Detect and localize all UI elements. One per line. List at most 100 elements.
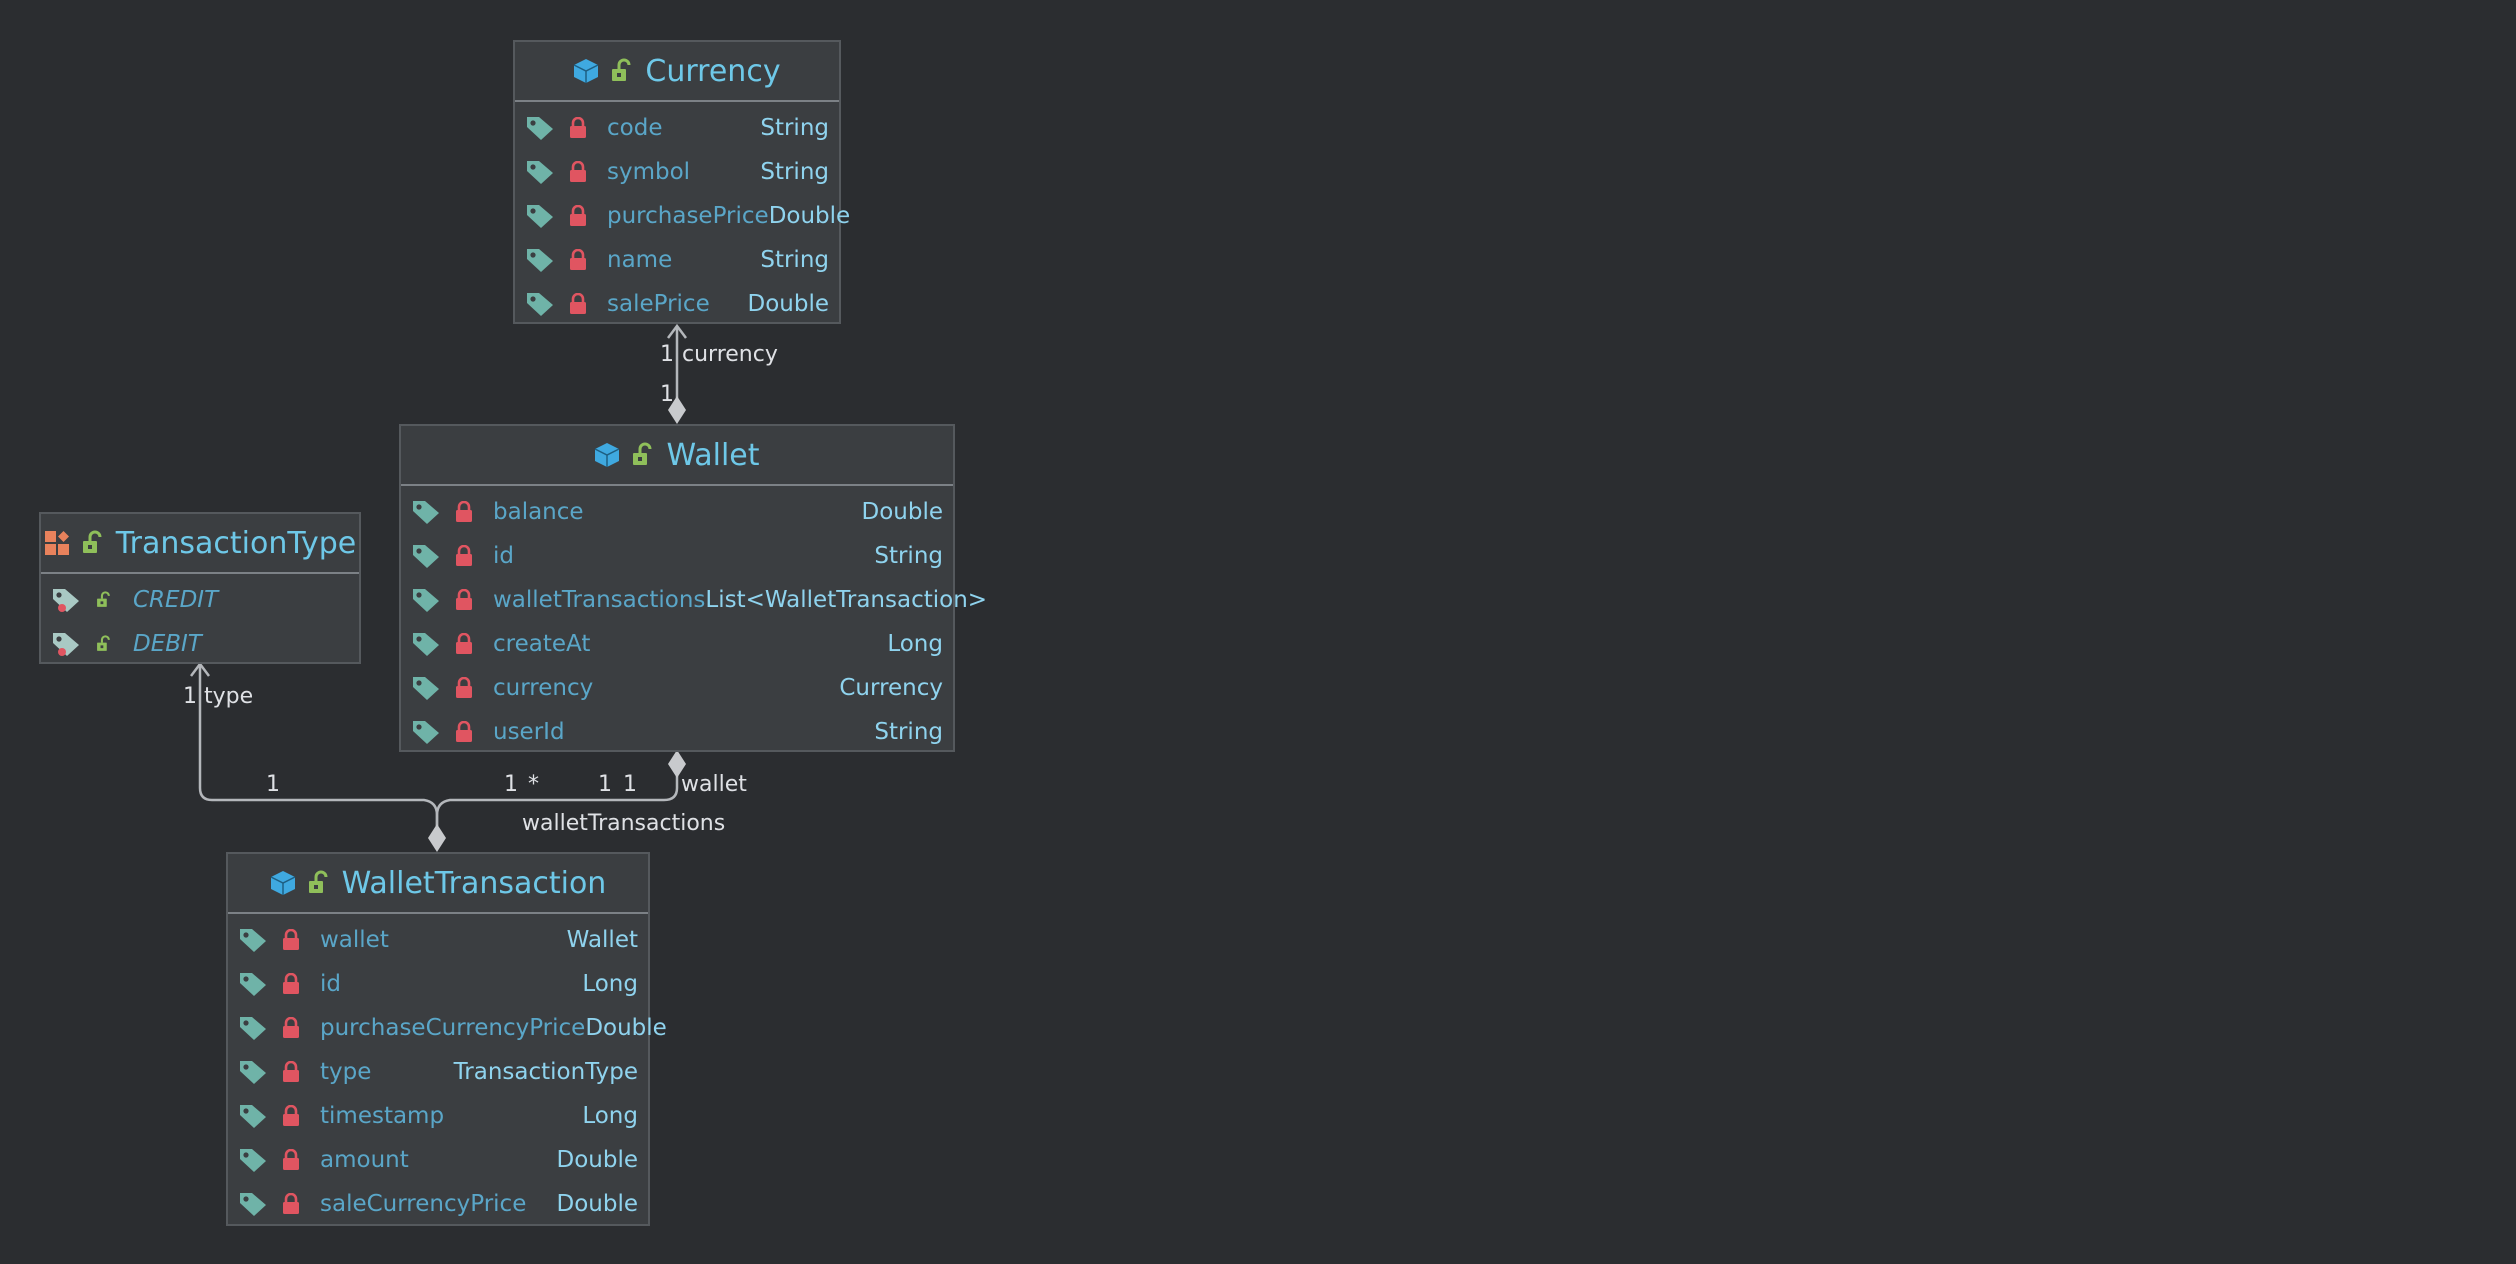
field-name: balance [493, 499, 584, 525]
field-tag-icon [527, 161, 553, 184]
field-name: id [493, 543, 514, 569]
field-row[interactable]: id String [401, 534, 953, 578]
field-row[interactable]: amount Double [228, 1138, 648, 1182]
field-type: String [874, 543, 943, 569]
composition-diamond-wallet-bottom [668, 750, 686, 778]
field-tag-icon [413, 633, 439, 656]
field-tag-icon [413, 677, 439, 700]
multiplicity-label: 1 [266, 772, 280, 797]
private-lock-icon [456, 589, 472, 610]
edge-wallet-currency [667, 323, 687, 398]
public-lock-icon [82, 530, 102, 553]
field-name: name [607, 247, 673, 273]
field-type: Wallet [566, 927, 638, 953]
field-type: Double [861, 499, 944, 525]
field-row[interactable]: type TransactionType [228, 1050, 648, 1094]
field-type: Double [556, 1147, 639, 1173]
private-lock-icon [456, 501, 472, 522]
field-name: code [607, 115, 663, 141]
field-tag-icon [240, 1017, 266, 1040]
field-type: List<WalletTransaction> [705, 587, 988, 613]
field-type: String [760, 115, 829, 141]
field-row[interactable]: code String [515, 106, 839, 150]
enum-node-transactiontype[interactable]: TransactionType CREDIT DEBIT [39, 512, 361, 664]
class-header: WalletTransaction [228, 854, 648, 914]
field-name: timestamp [320, 1103, 445, 1129]
enum-constant-name: DEBIT [133, 631, 202, 657]
private-lock-icon [570, 205, 586, 226]
field-tag-icon [240, 1149, 266, 1172]
field-tag-icon [240, 1061, 266, 1084]
class-title: Wallet [666, 437, 760, 473]
multiplicity-label: * [528, 772, 539, 797]
class-icon [574, 59, 599, 83]
field-tag-icon [527, 249, 553, 272]
class-title: TransactionType [115, 525, 357, 561]
enum-constant-row[interactable]: CREDIT [41, 578, 359, 622]
field-name: amount [320, 1147, 409, 1173]
enum-icon [44, 531, 69, 555]
field-tag-icon [413, 545, 439, 568]
field-tag-icon [240, 973, 266, 996]
private-lock-icon [283, 1061, 299, 1082]
private-lock-icon [283, 1149, 299, 1170]
multiplicity-label: 1 [504, 772, 518, 797]
field-row[interactable]: currency Currency [401, 666, 953, 710]
field-type: Double [585, 1015, 667, 1041]
public-lock-icon [612, 58, 631, 81]
field-name: symbol [607, 159, 691, 185]
multiplicity-label: 1 [660, 342, 674, 367]
enum-constant-name: CREDIT [133, 587, 219, 613]
multiplicity-label: 1 [598, 772, 612, 797]
private-lock-icon [570, 293, 586, 314]
edge-wallet-wallettransaction [435, 770, 679, 828]
enum-constant-row[interactable]: DEBIT [41, 622, 359, 666]
private-lock-icon [570, 249, 586, 270]
public-lock-icon [97, 635, 110, 651]
field-row[interactable]: wallet Wallet [228, 918, 648, 962]
field-type: String [874, 719, 943, 745]
field-name: walletTransactions [493, 587, 706, 613]
field-row[interactable]: name String [515, 238, 839, 282]
field-type: Long [582, 971, 638, 997]
field-type: Currency [839, 675, 943, 701]
field-tag-icon [527, 205, 553, 228]
field-type: String [760, 247, 829, 273]
private-lock-icon [570, 117, 586, 138]
field-name: salePrice [607, 291, 710, 317]
private-lock-icon [283, 973, 299, 994]
composition-diamond-wallet [668, 396, 686, 424]
field-tag-icon [413, 589, 439, 612]
public-lock-icon [308, 870, 328, 893]
constant-list: CREDIT DEBIT [41, 574, 359, 666]
public-lock-icon [633, 442, 652, 465]
field-name: wallet [320, 927, 389, 953]
public-lock-icon [97, 591, 110, 607]
field-name: type [320, 1059, 372, 1085]
composition-diamond-wallettransaction [428, 824, 446, 852]
field-row[interactable]: balance Double [401, 490, 953, 534]
private-lock-icon [283, 1105, 299, 1126]
field-name: currency [493, 675, 594, 701]
field-type: TransactionType [453, 1059, 638, 1085]
private-lock-icon [283, 1017, 299, 1038]
private-lock-icon [456, 677, 472, 698]
